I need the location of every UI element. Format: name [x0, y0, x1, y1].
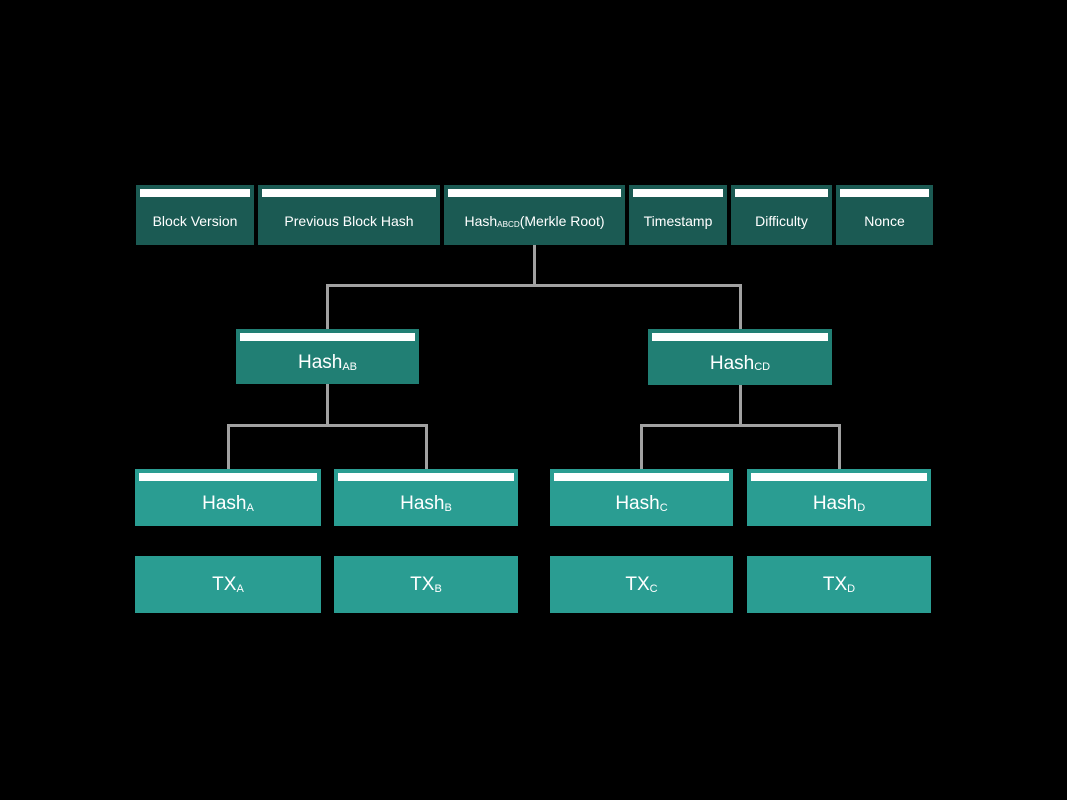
top-stripe [735, 189, 828, 197]
label-text: TX [625, 574, 650, 595]
label-subscript: D [847, 582, 856, 595]
top-stripe [338, 473, 514, 481]
connector-root-bar [326, 284, 742, 287]
connector-root-right-drop [739, 284, 742, 329]
connector-a-drop [227, 424, 230, 469]
label-subscript: AB [342, 360, 358, 373]
header-cell-label: Nonce [836, 197, 933, 245]
label-text: Previous Block Hash [284, 213, 414, 229]
top-stripe [139, 473, 317, 481]
label-text: Hash [400, 493, 445, 514]
top-stripe [652, 333, 828, 341]
label-text: Hash [464, 213, 498, 229]
top-stripe [633, 189, 723, 197]
top-stripe [262, 189, 436, 197]
top-stripe [140, 189, 250, 197]
label-text: Hash [615, 493, 660, 514]
header-cell-difficulty: Difficulty [731, 185, 832, 245]
label-text: Difficulty [755, 213, 808, 229]
top-stripe [554, 473, 729, 481]
label-text: Hash [709, 352, 755, 374]
label-text: TX [212, 574, 237, 595]
label-text: Block Version [152, 213, 238, 229]
label-subscript: ABCD [497, 219, 520, 229]
connector-cd-bar [640, 424, 841, 427]
connector-d-drop [838, 424, 841, 469]
label-subscript: A [246, 501, 254, 514]
header-cell-label: Previous Block Hash [258, 197, 440, 245]
connector-ab-stem [326, 384, 329, 427]
label-text: Hash [202, 493, 247, 514]
label-text: TX [410, 574, 435, 595]
header-cell-block-version: Block Version [136, 185, 254, 245]
label-text: Nonce [864, 213, 905, 229]
label-subscript: A [236, 582, 244, 595]
label-text: Hash [812, 493, 858, 514]
label-subscript: D [857, 501, 866, 514]
label-subscript: B [444, 501, 452, 514]
header-cell-nonce: Nonce [836, 185, 933, 245]
label-subscript: C [659, 501, 668, 514]
header-cell-timestamp: Timestamp [629, 185, 727, 245]
header-cell-label: Difficulty [731, 197, 832, 245]
connector-b-drop [425, 424, 428, 469]
label-text: Hash [297, 352, 343, 373]
label-text: Timestamp [643, 213, 713, 229]
top-stripe [751, 473, 927, 481]
header-cell-previous-block-hash: Previous Block Hash [258, 185, 440, 245]
label-subscript: C [649, 582, 658, 595]
connector-c-drop [640, 424, 643, 469]
top-stripe [840, 189, 929, 197]
label-subscript: B [434, 582, 442, 595]
connector-root-left-drop [326, 284, 329, 329]
connector-root-stem [533, 245, 536, 287]
label-subscript: CD [754, 361, 771, 374]
connector-cd-stem [739, 385, 742, 427]
label-suffix: (Merkle Root) [519, 213, 605, 229]
header-cell-label: Block Version [136, 197, 254, 245]
top-stripe [448, 189, 621, 197]
connector-ab-bar [227, 424, 428, 427]
header-cell-label: Timestamp [629, 197, 727, 245]
top-stripe [240, 333, 415, 341]
label-text: TX [822, 574, 848, 595]
